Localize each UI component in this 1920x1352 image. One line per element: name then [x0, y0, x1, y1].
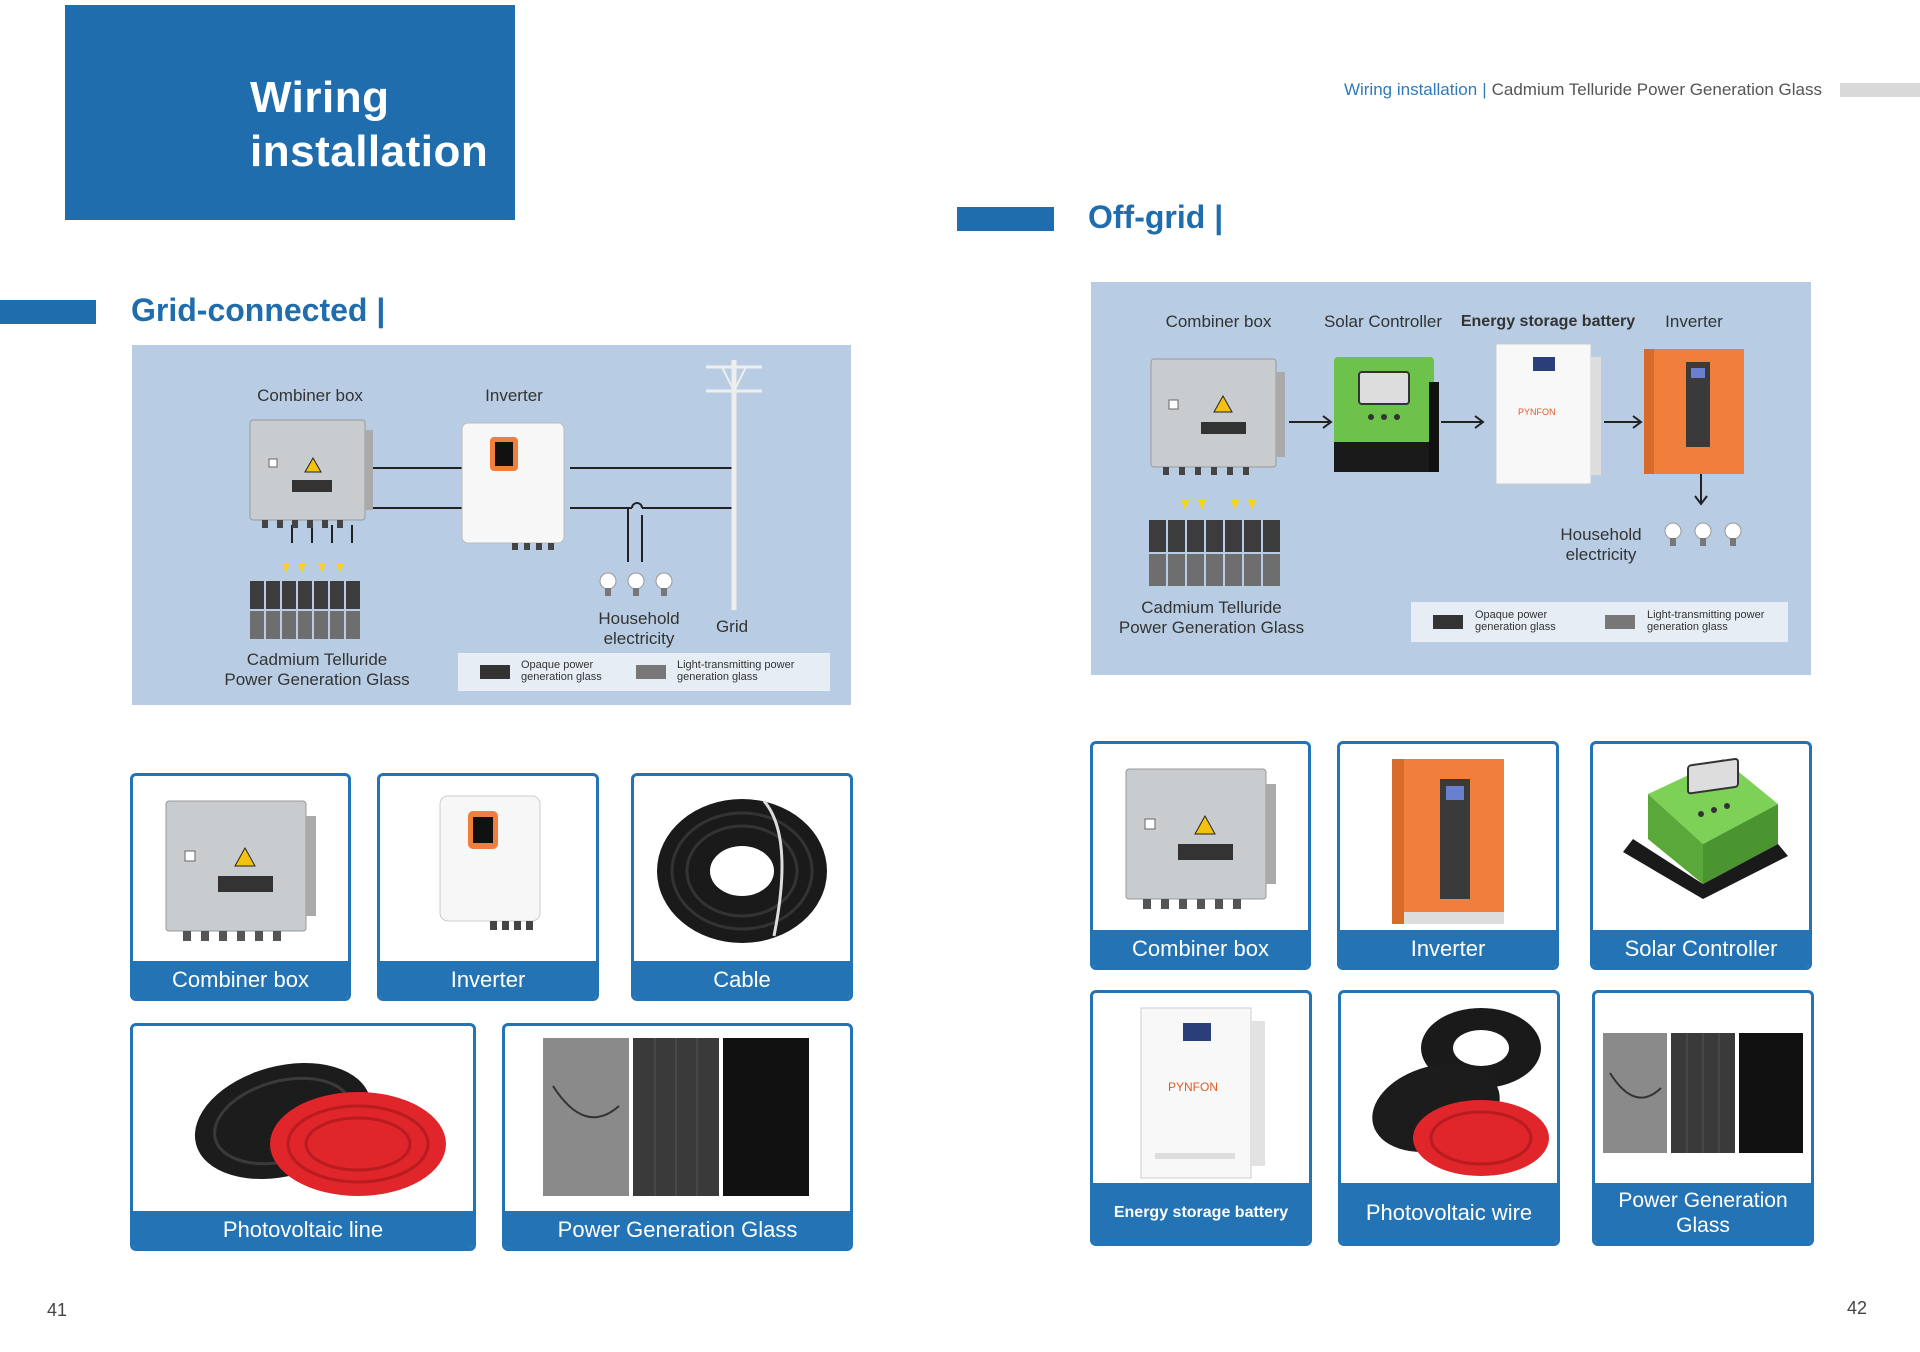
- grid-card-combiner-box: Combiner box: [130, 773, 351, 1001]
- offgrid-label-inverter: Inverter: [1665, 312, 1723, 331]
- grid-section-title: Grid-connected |: [131, 292, 386, 328]
- offgrid-label-glass: Cadmium Telluride Power Generation Glass: [1118, 598, 1305, 637]
- card-label: Photovoltaic wire: [1341, 1183, 1557, 1243]
- orange-inverter-image: [1392, 759, 1504, 924]
- combiner-box-image: [165, 800, 316, 941]
- offgrid-section-bar: [957, 207, 1054, 231]
- card-label: Power Generation Glass: [1595, 1183, 1811, 1243]
- pv-line-image: [194, 1062, 446, 1196]
- cable-image: [657, 799, 827, 943]
- solar-controller-image: [1623, 758, 1788, 899]
- grid-diagram-graphic: [249, 360, 762, 639]
- card-label: Energy storage battery: [1093, 1183, 1309, 1243]
- grid-diagram-bulbs: [599, 572, 673, 596]
- grid-diagram-pole: [706, 360, 762, 610]
- card-label: Cable: [634, 961, 850, 998]
- legend-light-swatch: [636, 665, 666, 679]
- legend-light-swatch: [1605, 615, 1635, 629]
- page-number-left: 41: [47, 1300, 68, 1320]
- offgrid-card-solar-controller: Solar Controller: [1590, 741, 1812, 970]
- card-label: Power Generation Glass: [505, 1211, 850, 1248]
- offgrid-diagram-battery: PYNFON: [1495, 343, 1601, 485]
- page-number-right: 42: [1847, 1298, 1868, 1318]
- inverter-image: [439, 795, 541, 930]
- legend-opaque-swatch: [1433, 615, 1463, 629]
- legend-opaque-swatch: [480, 665, 510, 679]
- grid-card-inverter: Inverter: [377, 773, 599, 1001]
- grid-legend: Opaque power generation glass Light-tran…: [458, 653, 830, 691]
- grid-card-pv-line: Photovoltaic line: [130, 1023, 476, 1251]
- grid-connected-diagram: Combiner box Inverter Cadmium Telluride …: [132, 345, 851, 705]
- breadcrumb-subtitle: Cadmium Telluride Power Generation Glass: [1491, 80, 1822, 99]
- offgrid-label-combiner-box: Combiner box: [1165, 312, 1272, 331]
- grid-diagram-inverter: [461, 422, 565, 550]
- grid-label-inverter: Inverter: [485, 386, 543, 405]
- offgrid-diagram-solar-controller: [1334, 357, 1439, 472]
- offgrid-diagram-glass-panels: [1149, 520, 1280, 586]
- legend-opaque-label: Opaque power generation glass: [1475, 609, 1556, 633]
- title-block: Wiring installation: [65, 5, 515, 220]
- offgrid-card-pv-wire: Photovoltaic wire: [1338, 990, 1560, 1246]
- legend-light-label: Light-transmitting power generation glas…: [1647, 609, 1765, 633]
- legend-opaque-label: Opaque power generation glass: [521, 659, 602, 683]
- card-label: Combiner box: [1093, 930, 1308, 967]
- offgrid-card-inverter: Inverter: [1337, 741, 1559, 970]
- header-decor-bar: [1840, 83, 1920, 97]
- offgrid-card-battery: PYNFON Energy storage battery: [1090, 990, 1312, 1246]
- card-label: Photovoltaic line: [133, 1211, 473, 1248]
- offgrid-section-title: Off-grid |: [1088, 199, 1224, 235]
- card-label: Solar Controller: [1593, 930, 1809, 967]
- breadcrumb-section: Wiring installation: [1343, 80, 1478, 99]
- offgrid-label-household: Household electricity: [1560, 525, 1642, 564]
- grid-label-household: Household electricity: [598, 609, 680, 648]
- offgrid-diagram-bulbs: [1664, 522, 1742, 546]
- breadcrumb-separator: |: [1482, 80, 1487, 99]
- offgrid-diagram-graphic: PYNFON: [1149, 343, 1744, 586]
- glass-image: [543, 1038, 809, 1196]
- card-label: Inverter: [1340, 930, 1556, 967]
- offgrid-card-glass: Power Generation Glass: [1592, 990, 1814, 1246]
- offgrid-legend: Opaque power generation glass Light-tran…: [1411, 602, 1788, 642]
- battery-image: PYNFON: [1140, 1007, 1265, 1179]
- grid-card-cable: Cable: [631, 773, 853, 1001]
- breadcrumb: Wiring installation|Cadmium Telluride Po…: [1344, 80, 1822, 100]
- offgrid-diagram-combiner-box: [1150, 358, 1285, 475]
- grid-label-grid: Grid: [715, 617, 749, 636]
- offgrid-label-solar-controller: Solar Controller: [1323, 312, 1443, 331]
- legend-light-label: Light-transmitting power generation glas…: [677, 659, 795, 683]
- page-title: Wiring installation: [250, 73, 489, 176]
- glass-image: [1603, 1033, 1803, 1153]
- combiner-box-image: [1125, 768, 1276, 909]
- grid-card-glass: Power Generation Glass: [502, 1023, 853, 1251]
- grid-diagram-glass-panels: [250, 581, 360, 639]
- offgrid-label-battery: Energy storage battery: [1460, 313, 1636, 330]
- grid-label-glass: Cadmium Telluride Power Generation Glass: [224, 650, 410, 689]
- grid-section-bar: [0, 300, 96, 324]
- svg-text:PYNFON: PYNFON: [1518, 407, 1556, 417]
- offgrid-diagram-inverter: [1644, 349, 1744, 474]
- svg-text:PYNFON: PYNFON: [1168, 1080, 1218, 1094]
- grid-label-combiner-box: Combiner box: [257, 386, 363, 405]
- card-label: Combiner box: [133, 961, 348, 998]
- offgrid-card-combiner-box: Combiner box: [1090, 741, 1311, 970]
- grid-diagram-combiner-box: [249, 419, 373, 528]
- pv-wire-image: [1372, 1008, 1549, 1176]
- card-label: Inverter: [380, 961, 596, 998]
- off-grid-diagram: PYNFON Combiner box Solar Controller Ene…: [1091, 282, 1811, 675]
